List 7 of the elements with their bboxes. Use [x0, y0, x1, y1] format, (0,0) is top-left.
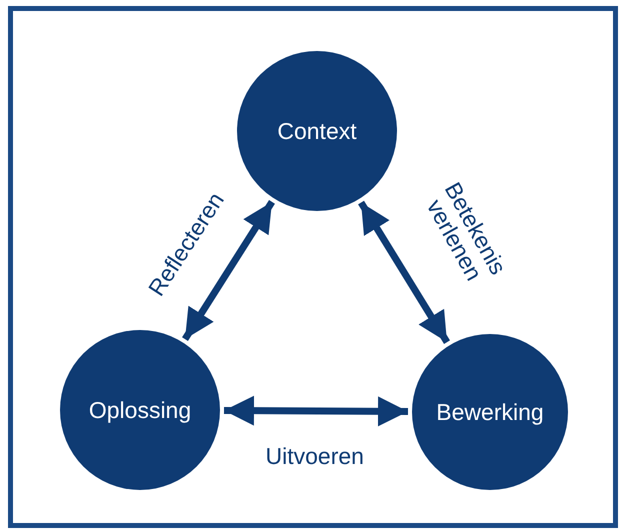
edge-label: Uitvoeren — [264, 444, 365, 468]
double-arrow — [182, 200, 275, 341]
double-arrow — [224, 396, 408, 426]
node-label: Context — [277, 118, 357, 144]
node-label: Oplossing — [88, 396, 192, 424]
node-label: Bewerking — [436, 398, 544, 426]
double-arrow — [358, 200, 450, 344]
